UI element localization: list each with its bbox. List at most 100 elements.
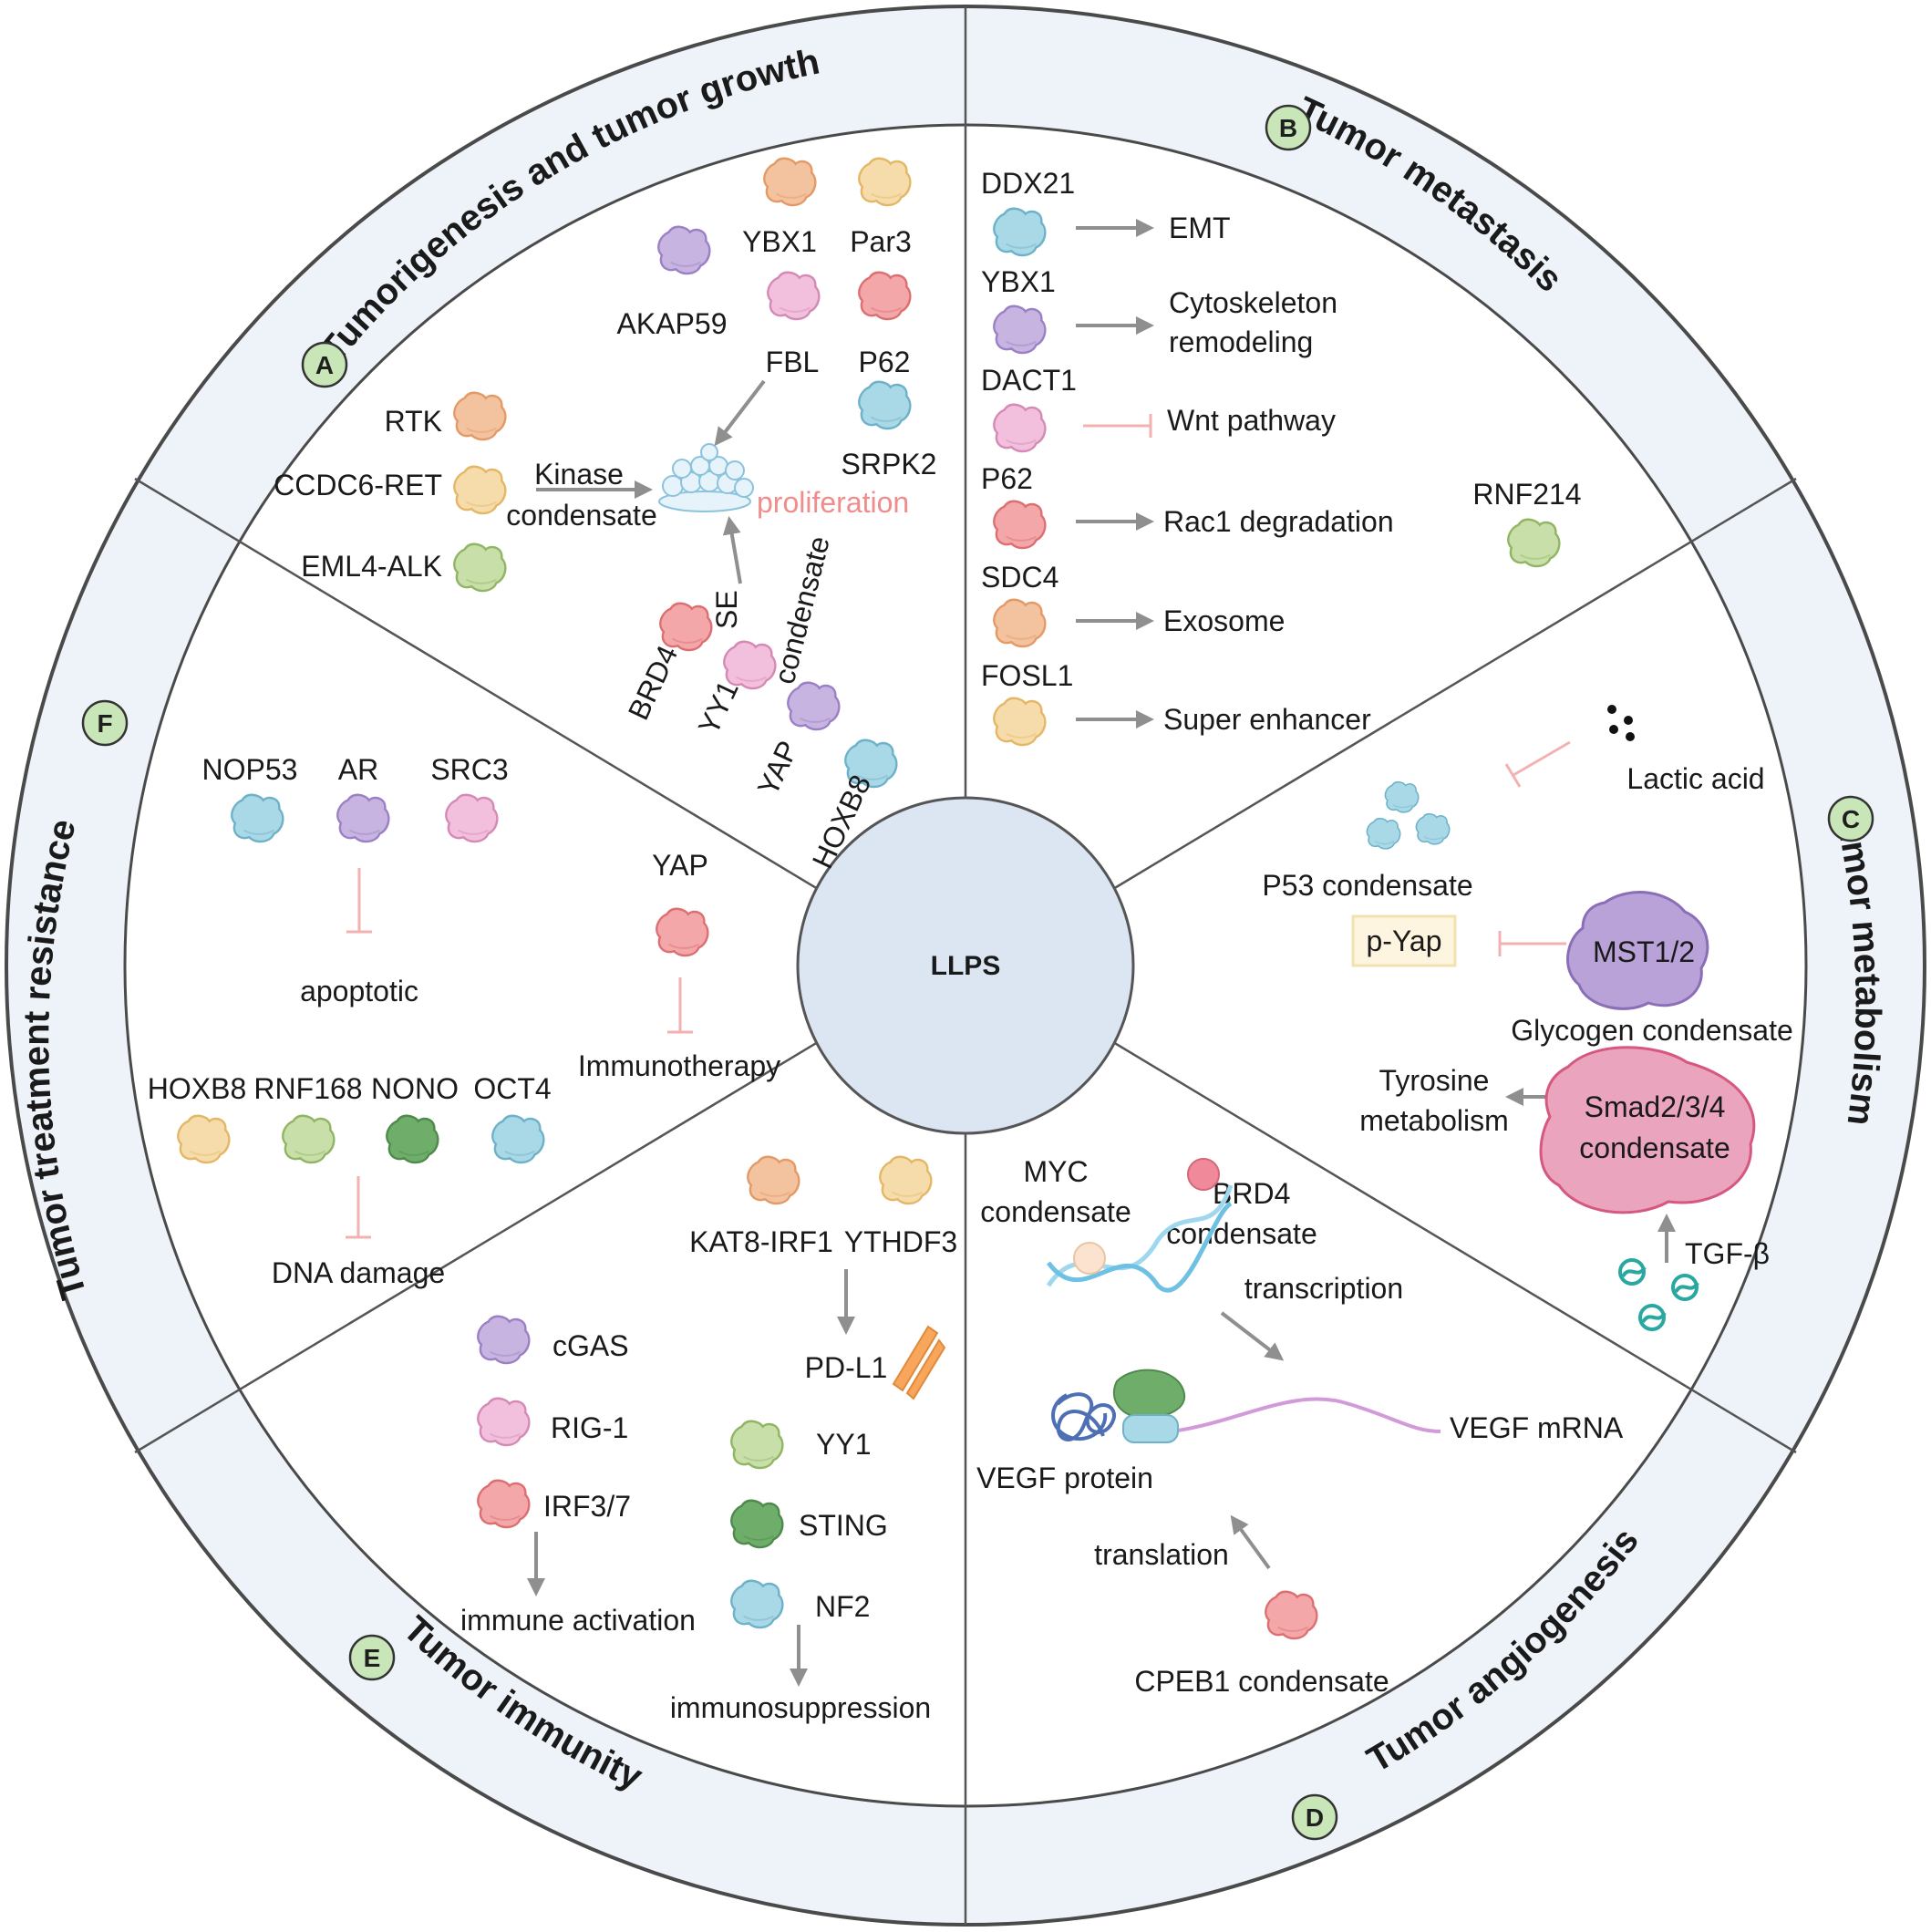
label-rtk: RTK <box>385 405 442 438</box>
label-src3: SRC3 <box>430 753 508 786</box>
inhibit-pyap <box>1498 931 1566 956</box>
badge-e: E <box>348 1634 396 1681</box>
brd4-droplet <box>1187 1158 1220 1191</box>
label-nono: NONO <box>371 1072 459 1105</box>
label-ybx1: YBX1 <box>742 225 817 258</box>
label-dact1: DACT1 <box>981 364 1077 397</box>
badge-a: A <box>301 341 348 388</box>
label-glycogen: Glycogen condensate <box>1511 1014 1793 1047</box>
mst-blob <box>1566 891 1709 1010</box>
label-exosome: Exosome <box>1163 604 1285 637</box>
label-pdl1: PD-L1 <box>805 1351 888 1384</box>
label-oct4: OCT4 <box>473 1072 551 1105</box>
label-cytoskeleton: Cytoskeleton <box>1169 286 1337 319</box>
label-p53-condensate: P53 condensate <box>1262 869 1472 902</box>
label-immunotherapy: Immunotherapy <box>578 1049 780 1082</box>
label-par3: Par3 <box>850 225 912 258</box>
label-emt: EMT <box>1169 212 1231 244</box>
arrow-translation <box>1230 1514 1271 1570</box>
badge-b: B <box>1265 104 1312 151</box>
label-nf2: NF2 <box>815 1590 870 1623</box>
label-ybx1-b: YBX1 <box>981 265 1056 298</box>
label-dna-damage: DNA damage <box>272 1256 445 1289</box>
label-myc: MYC <box>1023 1155 1088 1188</box>
label-kat8-irf1: KAT8-IRF1 <box>689 1225 833 1258</box>
label-remodeling: remodeling <box>1169 325 1313 358</box>
section-d: MYC condensate BRD4 condensate transcrip… <box>976 1155 1624 1698</box>
label-p62-b: P62 <box>981 462 1033 495</box>
label-vegf-protein: VEGF protein <box>976 1462 1153 1494</box>
label-fosl1: FOSL1 <box>981 659 1073 692</box>
label-transcription: transcription <box>1244 1272 1403 1305</box>
inhibit-dna-damage <box>346 1176 371 1239</box>
arrows-a <box>536 379 766 584</box>
label-pyap: p-Yap <box>1366 925 1441 957</box>
label-yy1-e: YY1 <box>816 1428 871 1461</box>
section-f: NOP53 AR SRC3 apoptotic YAP Immunotherap… <box>148 753 780 1289</box>
tgfb-icons <box>1618 1258 1699 1331</box>
label-ccdc6-ret: CCDC6-RET <box>274 469 442 501</box>
label-sdc4: SDC4 <box>981 561 1058 594</box>
section-b: DDX21 EMT YBX1 Cytoskeleton remodeling D… <box>981 167 1582 747</box>
badge-f: F <box>81 699 129 747</box>
label-translation: translation <box>1094 1538 1229 1571</box>
label-eml4-alk: EML4-ALK <box>301 550 442 583</box>
inhibit-wnt <box>1083 414 1152 438</box>
label-akap59: AKAP59 <box>617 307 728 340</box>
label-hoxb8-f: HOXB8 <box>148 1072 246 1105</box>
inhibit-immunotherapy <box>667 977 693 1034</box>
smad-blob <box>1539 1046 1756 1214</box>
section-dividers <box>134 6 1797 1925</box>
svg-text:C: C <box>1842 805 1860 833</box>
label-kinase-condensate: condensate <box>506 499 656 532</box>
lactic-acid-dots <box>1607 705 1635 741</box>
label-immunosuppression: immunosuppression <box>670 1691 931 1724</box>
label-super-enhancer: Super enhancer <box>1163 703 1371 736</box>
label-smad: Smad2/3/4 <box>1585 1090 1726 1123</box>
label-wnt: Wnt pathway <box>1167 404 1336 437</box>
label-se: SE <box>710 590 743 629</box>
label-ythdf3: YTHDF3 <box>844 1225 957 1258</box>
myc-droplet <box>1073 1242 1106 1275</box>
svg-text:D: D <box>1306 1803 1324 1832</box>
label-mst12: MST1/2 <box>1593 935 1695 968</box>
label-tyrosine: Tyrosine <box>1379 1064 1490 1097</box>
label-immune-activation: immune activation <box>460 1604 696 1637</box>
label-rnf168: RNF168 <box>253 1072 362 1105</box>
label-myc-condensate: condensate <box>980 1195 1131 1228</box>
section-c: Lactic acid P53 condensate p-Yap MST1/2 … <box>1262 705 1793 1331</box>
center-label: LLPS <box>931 951 1001 981</box>
label-yap-f: YAP <box>652 849 708 882</box>
badge-d: D <box>1291 1793 1338 1841</box>
inhibit-apoptotic <box>346 868 372 934</box>
label-nop53: NOP53 <box>202 753 298 786</box>
label-smad-condensate: condensate <box>1579 1131 1730 1164</box>
section-e: KAT8-IRF1 YTHDF3 PD-L1 cGAS RIG-1 IRF3/7… <box>460 1155 957 1724</box>
svg-text:A: A <box>315 351 334 379</box>
ribosome <box>1112 1369 1186 1443</box>
label-lactic-acid: Lactic acid <box>1626 762 1764 795</box>
vegf-mrna-strand <box>1171 1397 1441 1433</box>
svg-text:B: B <box>1279 114 1297 142</box>
badge-c: C <box>1827 795 1874 842</box>
svg-text:F: F <box>97 709 112 738</box>
label-rnf214: RNF214 <box>1472 478 1581 511</box>
label-ar: AR <box>338 753 378 786</box>
label-kinase: Kinase <box>534 458 624 491</box>
label-proliferation: proliferation <box>757 486 909 519</box>
center-circle <box>796 796 1135 1135</box>
label-p62: P62 <box>859 346 911 378</box>
label-ddx21: DDX21 <box>981 167 1075 200</box>
svg-text:E: E <box>364 1644 381 1672</box>
label-sting: STING <box>799 1509 888 1542</box>
label-cgas: cGAS <box>552 1329 629 1362</box>
label-rig1: RIG-1 <box>551 1411 628 1444</box>
vegf-protein-coil <box>1051 1392 1116 1441</box>
kinase-condensate-droplets <box>658 443 754 512</box>
arrow-transcription <box>1220 1311 1285 1361</box>
label-vegf-mrna: VEGF mRNA <box>1450 1411 1624 1444</box>
pdl1-icon <box>892 1325 946 1400</box>
label-fbl: FBL <box>766 346 820 378</box>
inhibit-lactic <box>1504 740 1571 788</box>
